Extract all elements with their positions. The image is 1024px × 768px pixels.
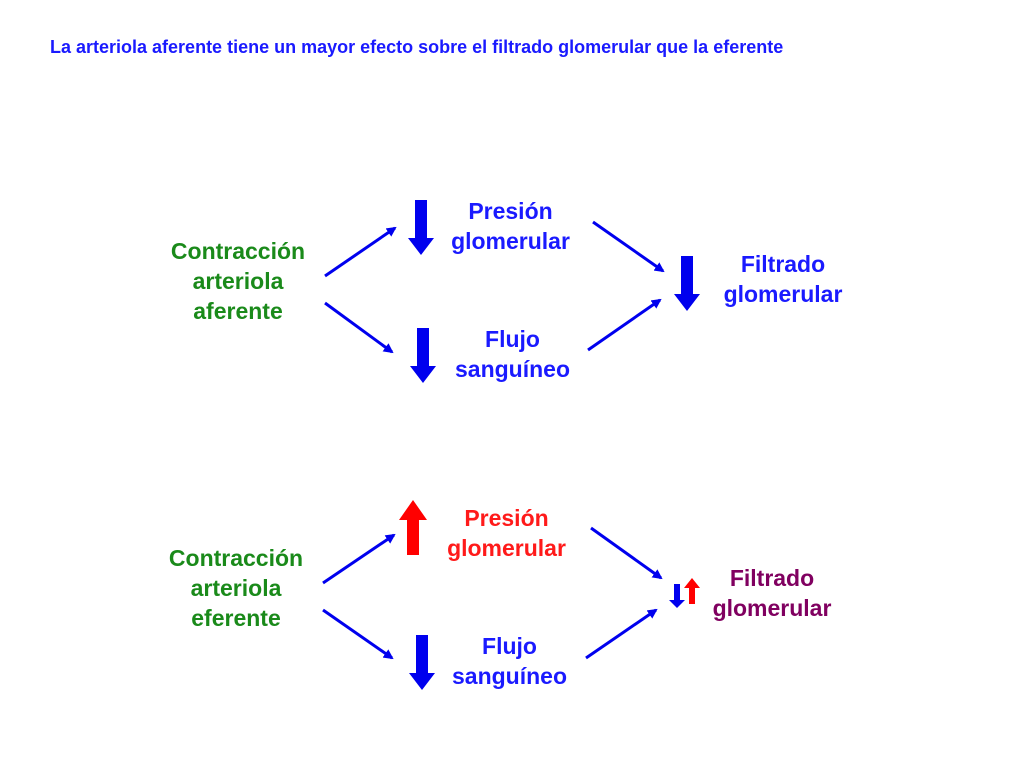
cause-label-bottom: Contracción arteriola eferente xyxy=(168,545,304,631)
page-title: La arteriola aferente tiene un mayor efe… xyxy=(50,37,784,57)
connector-arrow-flow-to-result-top xyxy=(587,298,662,352)
up-arrow-icon-small xyxy=(684,578,700,604)
connector-arrow-pressure-to-result-bottom xyxy=(590,526,663,580)
flow-label-bottom: Flujo sanguíneo xyxy=(451,633,567,689)
connector-arrow-cause-to-flow-top xyxy=(324,301,394,354)
connector-arrow-flow-to-result-bottom xyxy=(585,608,658,660)
pressure-label-bottom: Presión glomerular xyxy=(447,505,566,561)
connector-arrow-cause-to-pressure-bottom xyxy=(322,533,396,585)
connector-arrow-cause-to-pressure-top xyxy=(324,226,397,278)
down-arrow-icon-small xyxy=(669,584,685,608)
cause-label-top: Contracción arteriola aferente xyxy=(170,238,306,324)
flow-label-top: Flujo sanguíneo xyxy=(454,326,570,382)
down-arrow-icon xyxy=(409,635,435,690)
result-label-top: Filtrado glomerular xyxy=(723,251,843,307)
up-arrow-icon xyxy=(399,500,427,555)
pressure-label-top: Presión glomerular xyxy=(451,198,570,254)
down-arrow-icon xyxy=(408,200,434,255)
result-label-bottom: Filtrado glomerular xyxy=(712,565,832,621)
connector-arrow-cause-to-flow-bottom xyxy=(322,608,394,660)
connector-arrow-pressure-to-result-top xyxy=(592,220,665,273)
down-arrow-icon xyxy=(674,256,700,311)
down-arrow-icon xyxy=(410,328,436,383)
